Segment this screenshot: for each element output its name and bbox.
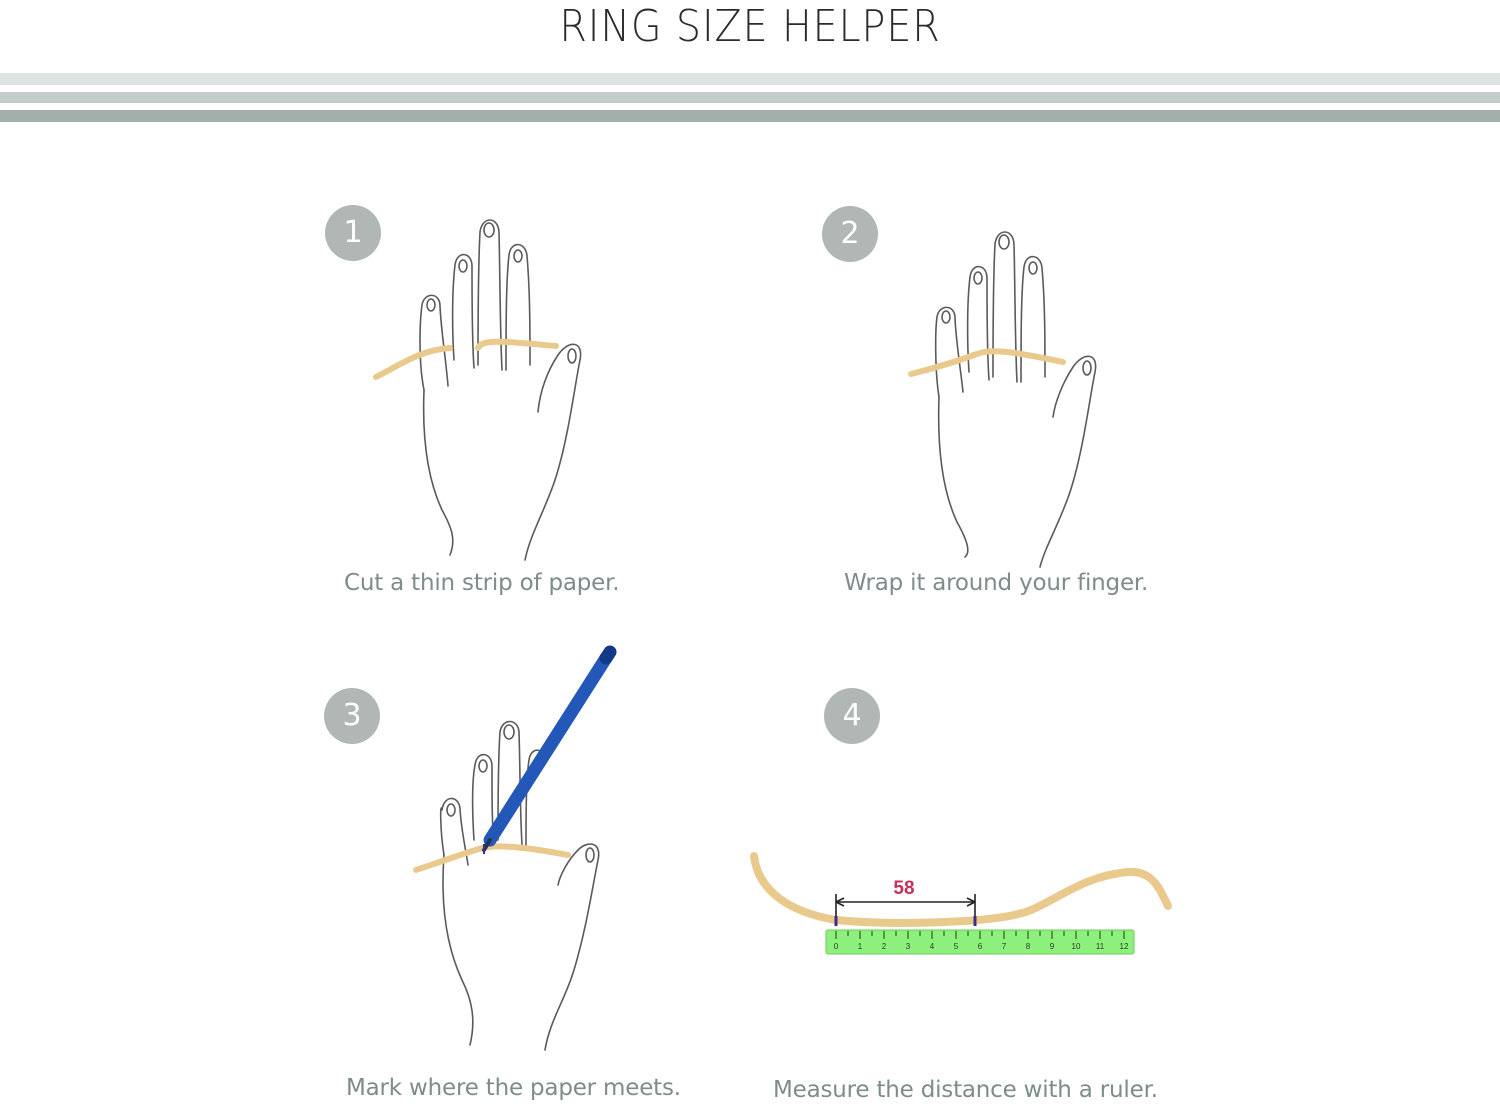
- measurement-label: 58: [893, 878, 914, 899]
- step-3-badge: 3: [324, 688, 380, 744]
- ruler-number: 1: [858, 942, 863, 951]
- page-title: RING SIZE HELPER: [559, 1, 941, 52]
- ruler-number: 10: [1072, 942, 1081, 951]
- step-1-badge: 1: [325, 205, 381, 261]
- ruler-number: 4: [930, 942, 935, 951]
- step-3-caption: Mark where the paper meets.: [346, 1075, 681, 1101]
- ruler-number: 7: [1002, 942, 1007, 951]
- header-stripe-medium: [0, 92, 1500, 103]
- ruler-number: 6: [978, 942, 983, 951]
- ruler-ticks: [835, 931, 1125, 939]
- step-4-caption: Measure the distance with a ruler.: [773, 1077, 1158, 1103]
- header-stripe-light: [0, 73, 1500, 85]
- pen-marking-illustration: [413, 645, 617, 1051]
- step-1-caption: Cut a thin strip of paper.: [344, 570, 620, 596]
- hand-with-paper-strip-illustration: [373, 219, 582, 561]
- ruler-number: 0: [834, 942, 839, 951]
- paper-wrapped-finger-illustration: [908, 231, 1097, 568]
- ruler-number: 11: [1096, 942, 1105, 951]
- ruler-number: 9: [1050, 942, 1055, 951]
- ruler-number: 5: [954, 942, 959, 951]
- ruler-number: 8: [1026, 942, 1031, 951]
- step-2-caption: Wrap it around your finger.: [844, 570, 1149, 596]
- ruler-number: 2: [882, 942, 887, 951]
- ruler-number: 12: [1120, 942, 1129, 951]
- ruler: [825, 929, 1135, 955]
- step-2-badge: 2: [822, 206, 878, 262]
- step-4-badge: 4: [824, 688, 880, 744]
- header-stripe-dark: [0, 110, 1500, 122]
- ruler-number: 3: [906, 942, 911, 951]
